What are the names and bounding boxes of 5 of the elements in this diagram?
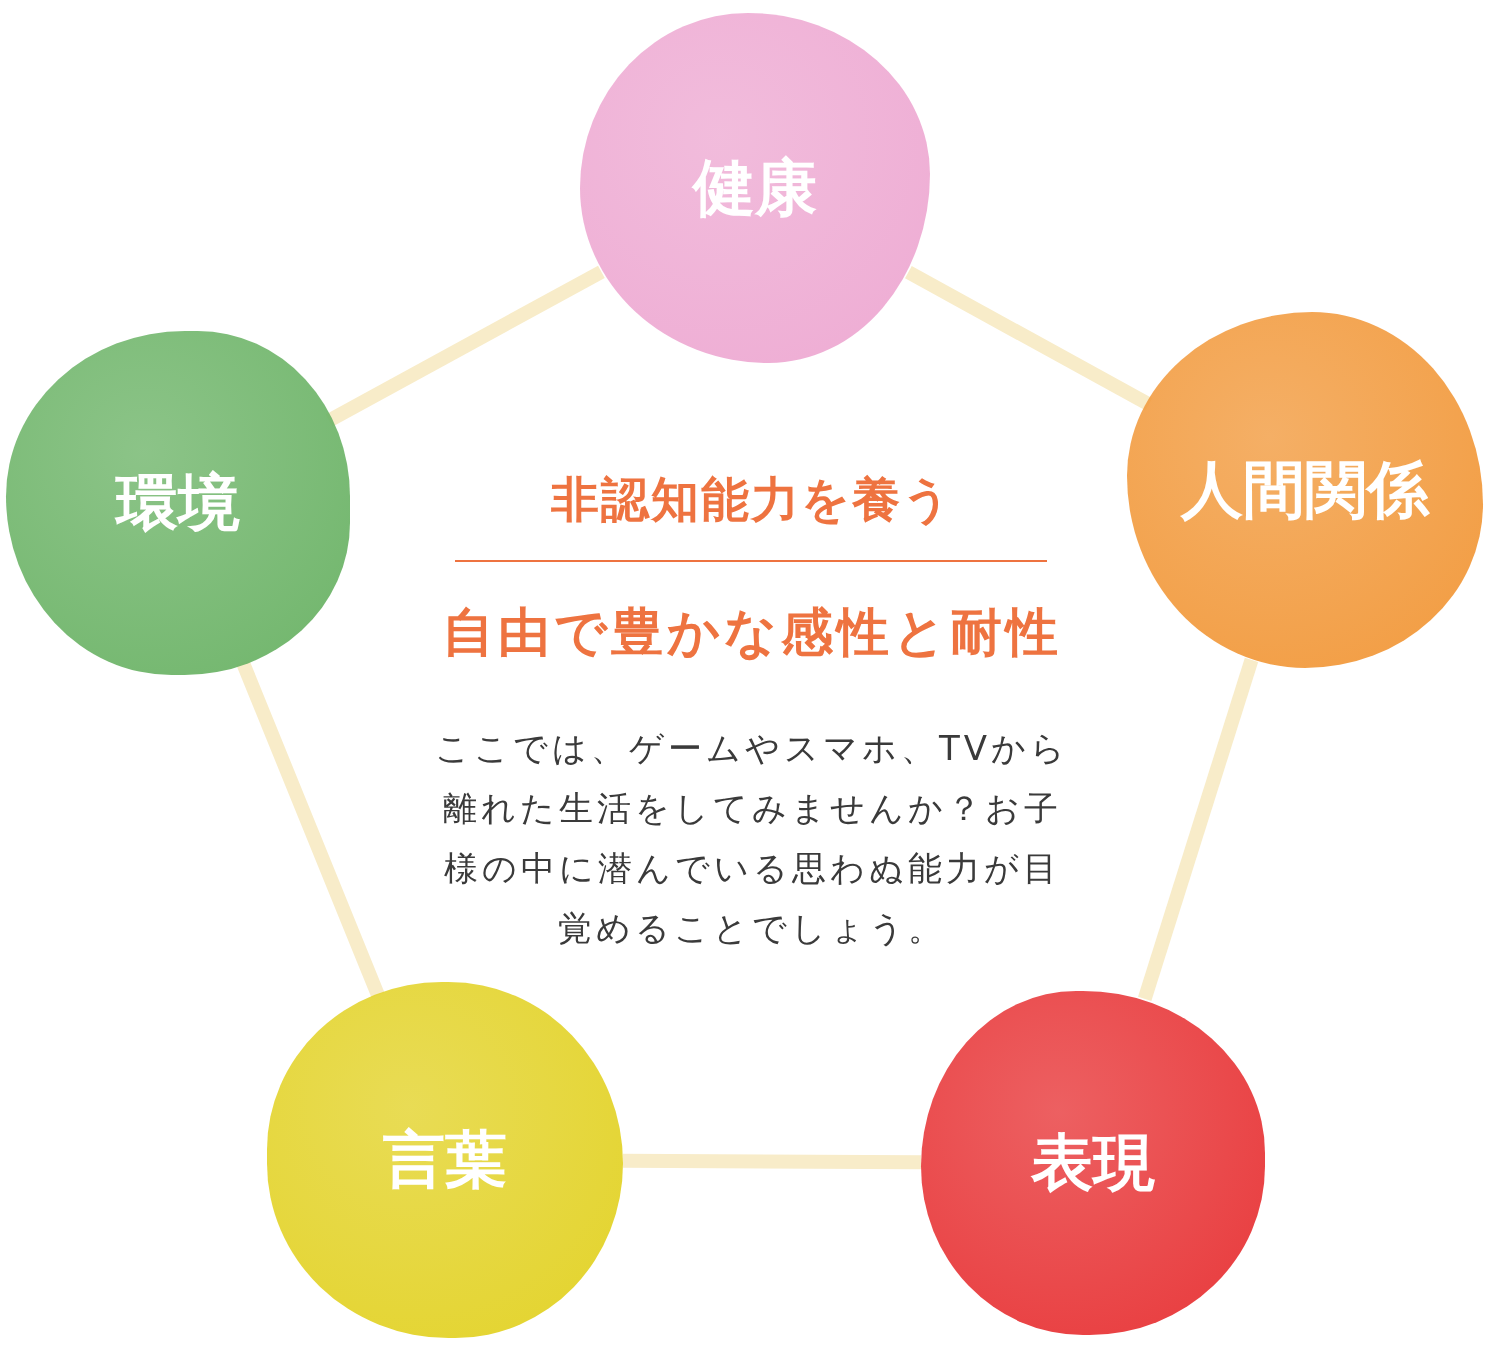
heading: 非認知能力を養う [550, 470, 954, 529]
connector-line [622, 1153, 922, 1170]
body-text: ここでは、ゲームやスマホ、TVから離れた生活をしてみませんか？お子様の中に潜んでいる思わぬ能力が目覚めることでしょう。 [434, 727, 1070, 950]
connector-line [1138, 657, 1259, 1002]
subheading: 自由で豊かな感性と耐性 [441, 601, 1063, 664]
